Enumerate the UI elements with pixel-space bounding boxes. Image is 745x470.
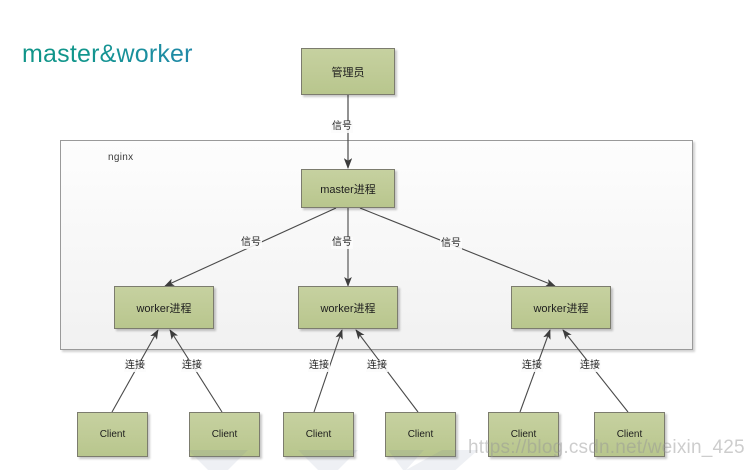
edge-label-client-1-to-worker-1: 连接 — [124, 360, 146, 372]
edge-label-master-to-worker-3: 信号 — [440, 238, 462, 250]
node-master[interactable]: master进程 — [301, 169, 395, 208]
node-worker-3-label: worker进程 — [533, 302, 589, 315]
node-worker-1-label: worker进程 — [136, 302, 192, 315]
node-client-2[interactable]: Client — [189, 412, 260, 457]
node-worker-2[interactable]: worker进程 — [298, 286, 398, 329]
edge-label-client-4-to-worker-2: 连接 — [366, 360, 388, 372]
node-client-4[interactable]: Client — [385, 412, 456, 457]
node-worker-3[interactable]: worker进程 — [511, 286, 611, 329]
node-client-5-label: Client — [510, 429, 537, 440]
node-client-6-label: Client — [616, 429, 643, 440]
node-worker-2-label: worker进程 — [320, 302, 376, 315]
edge-label-admin-to-master: 信号 — [331, 121, 353, 133]
node-client-5[interactable]: Client — [488, 412, 559, 457]
node-worker-1[interactable]: worker进程 — [114, 286, 214, 329]
edge-label-client-3-to-worker-2: 连接 — [308, 360, 330, 372]
nginx-container-label: nginx — [108, 152, 134, 163]
csdn-watermark-logo — [188, 450, 478, 470]
node-client-2-label: Client — [211, 429, 238, 440]
edge-label-master-to-worker-1: 信号 — [240, 237, 262, 249]
page-title: master&worker — [22, 40, 193, 68]
edge-label-client-2-to-worker-1: 连接 — [181, 360, 203, 372]
node-client-3-label: Client — [305, 429, 332, 440]
watermark-url: https://blog.csdn.net/weixin_42568742 — [468, 437, 745, 458]
node-admin[interactable]: 管理员 — [301, 48, 395, 95]
node-client-6[interactable]: Client — [594, 412, 665, 457]
node-client-1-label: Client — [99, 429, 126, 440]
node-admin-label: 管理员 — [331, 66, 365, 79]
node-client-3[interactable]: Client — [283, 412, 354, 457]
node-client-1[interactable]: Client — [77, 412, 148, 457]
edge-label-client-5-to-worker-3: 连接 — [521, 360, 543, 372]
edge-label-master-to-worker-2: 信号 — [331, 237, 353, 249]
edge-label-client-6-to-worker-3: 连接 — [579, 360, 601, 372]
node-client-4-label: Client — [407, 429, 434, 440]
node-master-label: master进程 — [320, 183, 376, 196]
